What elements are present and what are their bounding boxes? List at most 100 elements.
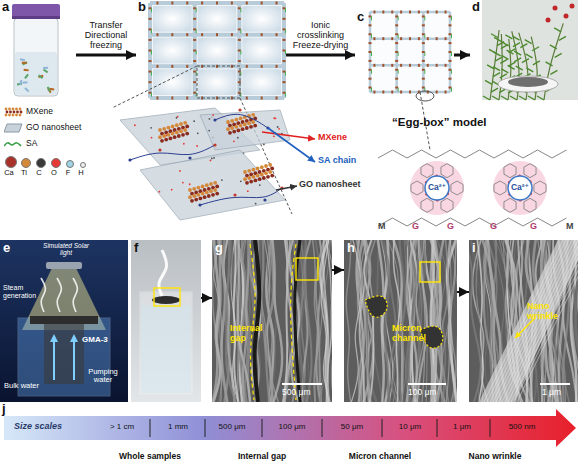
- zoom-box: [197, 66, 240, 98]
- plant-leaf: [519, 96, 526, 100]
- mxene-atom: [237, 129, 241, 133]
- sem-image: [344, 240, 457, 402]
- go-functional-group: [213, 157, 215, 159]
- sa-chain: [151, 51, 152, 55]
- guluronate-ring: [451, 181, 463, 195]
- sem-fiber: [446, 240, 456, 402]
- wrinkle-ridge: [493, 240, 572, 402]
- ice-crystal: [198, 6, 237, 32]
- go-functional-group: [177, 116, 179, 118]
- calcium-ion: [508, 176, 532, 200]
- legend-text: F: [61, 168, 75, 177]
- mxene-atom: [199, 197, 203, 201]
- water-channel: [44, 324, 84, 384]
- mxene-atom: [251, 113, 255, 117]
- mxene-flake: [186, 33, 188, 36]
- sem-fiber: [407, 240, 417, 402]
- panel-letter: g: [215, 241, 223, 255]
- scale-value: 10 μm: [390, 423, 430, 432]
- mxene-flake: [445, 64, 447, 67]
- mxene-flake: [391, 37, 393, 40]
- mxene-flake: [171, 65, 173, 68]
- go-functional-group: [208, 130, 210, 132]
- scaffold-wall: [449, 12, 452, 92]
- sa-chain: [196, 51, 197, 55]
- sa-sample: [4, 143, 21, 146]
- panel-background: [0, 240, 128, 402]
- scale-value: 500 μm: [212, 423, 252, 432]
- plant-leaf: [493, 73, 500, 77]
- chemistry-label: M: [566, 222, 574, 232]
- plant-stem: [499, 34, 502, 100]
- suspended-flake: [19, 80, 22, 85]
- mxene-flake: [246, 33, 248, 36]
- mxene-atom: [205, 191, 209, 195]
- size-scale-arrow: [4, 409, 576, 447]
- plant-leaf: [501, 96, 508, 100]
- scale-tick: [150, 419, 151, 437]
- panel-letter: e: [3, 241, 10, 255]
- ice-crystal: [242, 38, 281, 64]
- mxene-flake: [422, 42, 425, 44]
- plant-leaf: [513, 36, 520, 40]
- mxene-atom: [226, 120, 230, 124]
- mxene-flake: [246, 2, 248, 5]
- mxene-atom: [264, 171, 268, 175]
- scale-title: j: [2, 402, 6, 416]
- panel-text: “Egg-box” model: [392, 116, 487, 129]
- mxene-flake: [238, 81, 241, 83]
- mxene-flake: [283, 81, 286, 83]
- scaffold-wall: [282, 3, 286, 98]
- sa-chain: [451, 16, 452, 20]
- sem-fiber: [237, 240, 250, 402]
- sa-chain: [151, 29, 152, 33]
- mxene-atom: [241, 127, 245, 131]
- sem-fiber: [470, 240, 482, 402]
- mxene-flake: [283, 18, 286, 20]
- mxene-sample: [20, 111, 23, 114]
- mxene-flake: [400, 91, 402, 94]
- suspended-flake: [22, 62, 27, 66]
- mxene-flake: [395, 24, 398, 26]
- sa-chain: [424, 16, 425, 20]
- pumping-arrow: [73, 340, 75, 380]
- scale-value: 50 μm: [332, 423, 372, 432]
- mxene-atom: [164, 138, 168, 142]
- sa-unit: [128, 158, 131, 161]
- petri-dish: [498, 76, 558, 92]
- mxene-atom: [243, 123, 247, 127]
- go-functional-group: [240, 180, 242, 182]
- callout-label: MXene: [318, 133, 347, 143]
- chemistry-label: Ca²⁺: [508, 183, 532, 192]
- wrinkle-ridge: [499, 240, 578, 402]
- sem-fiber: [346, 240, 351, 402]
- scaffold-frame: [370, 12, 450, 92]
- process-arrow: [332, 269, 344, 271]
- sa-chain: [196, 8, 197, 12]
- mxene-flake: [156, 2, 158, 5]
- atom-swatch: [51, 158, 61, 168]
- mxene-flake: [445, 11, 447, 14]
- mxene-atom: [183, 128, 187, 132]
- mxene-atom: [247, 121, 251, 125]
- steam-wisp: [159, 250, 167, 296]
- sem-fiber: [417, 240, 427, 402]
- red-flower: [553, 6, 558, 11]
- mxene-atom: [235, 125, 239, 129]
- wrinkle-ridge: [487, 240, 566, 402]
- legend-text: Ca: [2, 168, 16, 177]
- panel-text: 100 μm: [408, 388, 437, 397]
- mxene-flake: [445, 91, 447, 94]
- mxene-flake: [369, 42, 372, 44]
- egg-box-cavity: [410, 161, 464, 215]
- scaffold-wall: [148, 3, 152, 98]
- plant-leaf: [500, 74, 507, 78]
- zoom-ring: [416, 91, 434, 101]
- mxene-atom: [194, 198, 198, 202]
- atom-swatch: [80, 162, 86, 168]
- go-functional-group: [179, 170, 181, 172]
- panel-letter: h: [347, 241, 355, 255]
- sa-chain: [451, 34, 452, 38]
